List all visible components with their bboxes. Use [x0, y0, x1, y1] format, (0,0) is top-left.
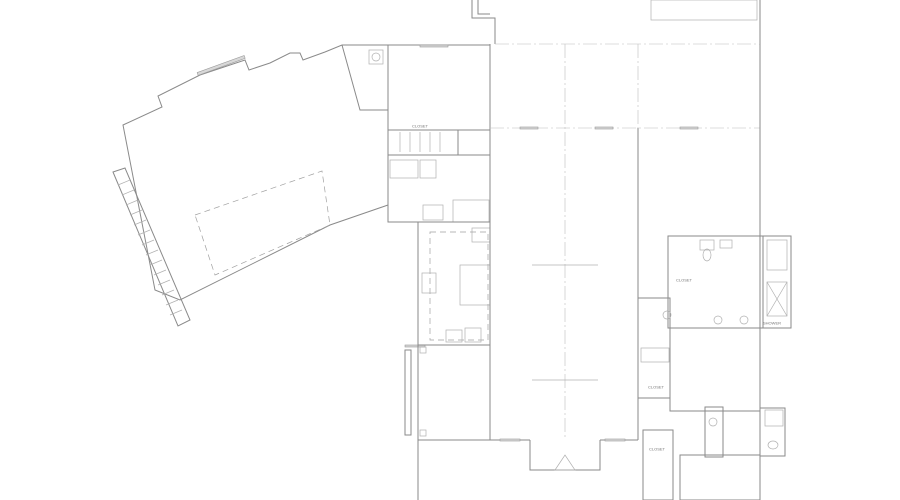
central-walls: [489, 44, 760, 471]
shower-label: SHOWER: [763, 320, 781, 326]
closet-label: CLOSET: [648, 446, 666, 452]
closet-label: CLOSET: [647, 384, 665, 390]
top-walls: [471, 0, 761, 44]
center-left-walls: [387, 44, 491, 500]
closet-label: CLOSET: [675, 277, 693, 283]
left-angled-room-walls: [112, 44, 389, 327]
right-walls: [637, 44, 792, 500]
closet-label: CLOSET: [411, 123, 429, 129]
